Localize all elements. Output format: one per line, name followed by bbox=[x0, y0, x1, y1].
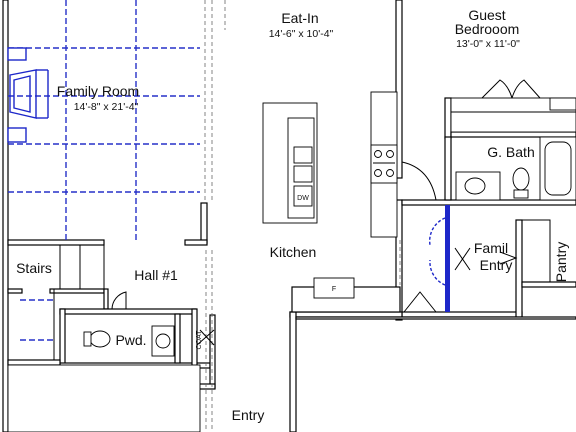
coat-label: COAT bbox=[196, 330, 203, 350]
pantry-label: Pantry bbox=[553, 242, 569, 282]
overhead-lines bbox=[204, 0, 401, 432]
family-entry-label-1: Famil bbox=[474, 240, 508, 256]
dishwasher-label: DW bbox=[297, 195, 309, 202]
refrigerator bbox=[313, 277, 355, 299]
stairs-label: Stairs bbox=[16, 260, 52, 276]
eat-in-label: Eat-In bbox=[281, 10, 318, 26]
g-bath-label: G. Bath bbox=[487, 144, 534, 160]
lower-area bbox=[7, 319, 297, 432]
family-room-size: 14'-8" x 21'-4" bbox=[74, 101, 139, 113]
stairs-treads bbox=[53, 245, 105, 360]
bath-fixtures bbox=[401, 136, 576, 201]
family-room-label: Family Room bbox=[57, 83, 139, 99]
kitchen-label: Kitchen bbox=[270, 244, 317, 260]
fireplace bbox=[7, 47, 49, 143]
kitchen-counter bbox=[370, 91, 398, 238]
family-entry-doors bbox=[403, 205, 551, 313]
powder-label: Pwd. bbox=[115, 332, 146, 348]
fridge-label: F bbox=[332, 286, 336, 293]
eat-in-size: 14'-6" x 10'-4" bbox=[269, 28, 334, 40]
family-entry-label-2: Entry bbox=[480, 257, 513, 273]
bedroom-closet bbox=[450, 79, 576, 133]
kitchen-island bbox=[262, 102, 318, 224]
guest-bedroom-size: 13'-0" x 11'-0" bbox=[456, 38, 520, 50]
guest-bedroom-label-1: Guest bbox=[468, 7, 505, 23]
hall-label: Hall #1 bbox=[134, 267, 178, 283]
powder-fixtures bbox=[83, 291, 215, 357]
guest-bedroom-label-2: Bedrooom bbox=[455, 21, 520, 37]
entry-label: Entry bbox=[232, 407, 265, 423]
